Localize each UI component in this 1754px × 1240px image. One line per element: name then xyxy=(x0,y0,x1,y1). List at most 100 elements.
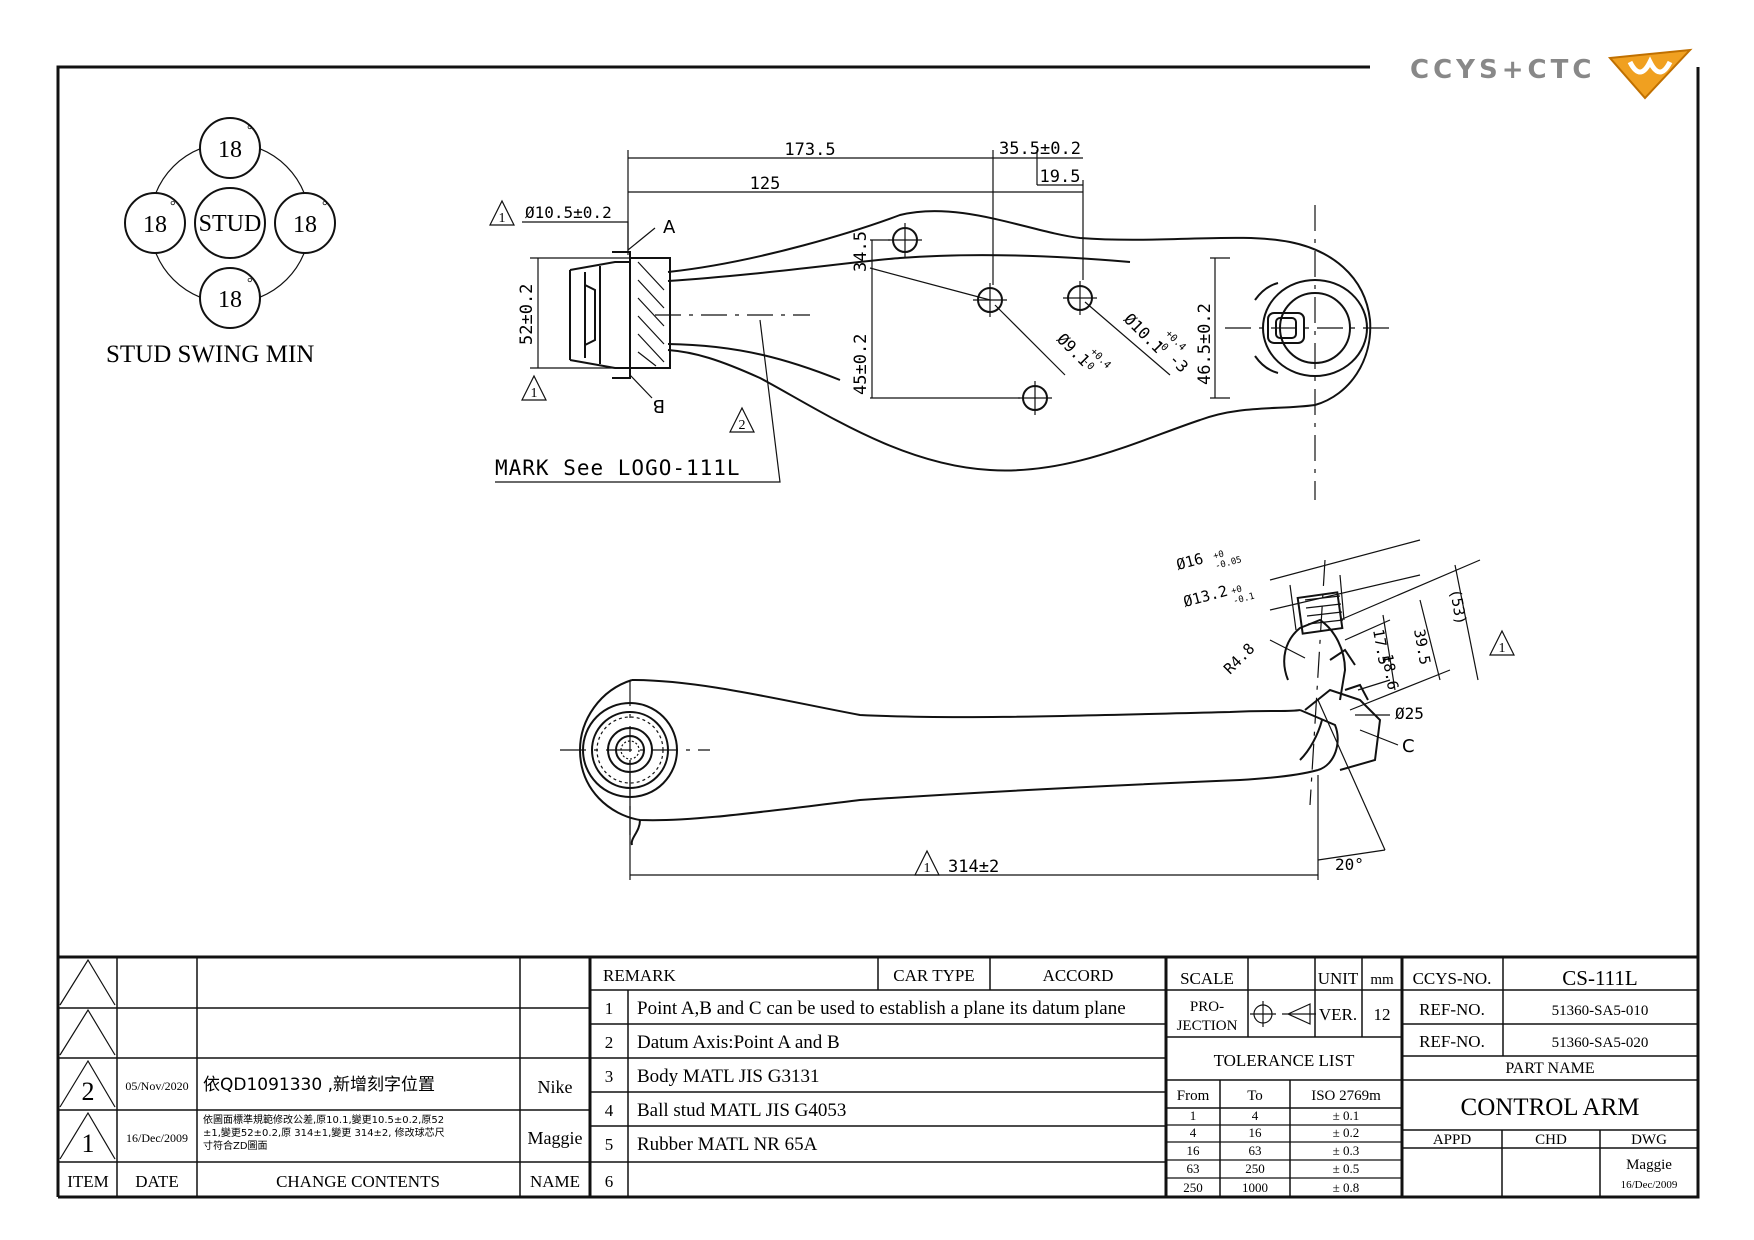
dim-39-5: 39.5 xyxy=(1410,628,1434,667)
ref-no-label-2: REF-NO. xyxy=(1419,1032,1485,1051)
frame-border-right-bottom xyxy=(58,67,1700,1199)
part-name-value: CONTROL ARM xyxy=(1461,1094,1640,1121)
ref-no-label-1: REF-NO. xyxy=(1419,1000,1485,1019)
remark-4-no: 4 xyxy=(605,1101,614,1120)
dim-d16: Ø16 xyxy=(1174,549,1205,573)
rev-2-name: Nike xyxy=(538,1077,573,1097)
unit-value: mm xyxy=(1370,972,1394,988)
dim-19-5: 19.5 xyxy=(1040,167,1081,187)
angle-top: 18 xyxy=(218,137,242,163)
tol-row-3-to: 63 xyxy=(1249,1143,1262,1158)
stud-swing-caption: STUD SWING MIN xyxy=(106,341,314,368)
rev-1-date: 16/Dec/2009 xyxy=(126,1131,188,1145)
dim-52: 52±0.2 xyxy=(517,284,537,345)
frame-border-left-top xyxy=(56,65,1370,1197)
tol-row-2-to: 16 xyxy=(1249,1125,1263,1140)
hole-10-1-tol-up: +0.4 xyxy=(1163,328,1188,353)
remark-4-text: Ball stud MATL JIS G4053 xyxy=(637,1100,846,1121)
top-view: 173.5 125 35.5±0.2 19.5 34.5 45±0.2 46.5… xyxy=(489,139,1390,500)
ref-no-value-2: 51360-SA5-020 xyxy=(1552,1035,1649,1051)
dim-r4-8: R4.8 xyxy=(1220,640,1258,678)
flag-2: 2 xyxy=(739,418,746,433)
dim-d25: Ø25 xyxy=(1395,704,1424,723)
rev-2-content: 依QD1091330 ,新增刻字位置 xyxy=(203,1075,435,1095)
remark-1-text: Point A,B and C can be used to establish… xyxy=(637,998,1126,1019)
dwg-date: 16/Dec/2009 xyxy=(1621,1179,1678,1191)
tol-row-1-from: 1 xyxy=(1190,1108,1197,1123)
degree-mark-right: ° xyxy=(322,199,328,214)
ver-label: VER. xyxy=(1319,1005,1357,1024)
rev-1-name: Maggie xyxy=(528,1128,583,1148)
angle-left: 18 xyxy=(143,212,167,238)
remark-table: REMARK CAR TYPE ACCORD 1 Point A,B and C… xyxy=(603,966,1126,1191)
flag-1-top: 1 xyxy=(499,211,506,226)
tol-header-from: From xyxy=(1177,1088,1210,1104)
ref-no-value-1: 51360-SA5-010 xyxy=(1552,1003,1649,1019)
tolerance-title: TOLERANCE LIST xyxy=(1214,1051,1355,1070)
flag-1-side-stud: 1 xyxy=(1499,641,1506,656)
rev-1-content-line-2: ±1,變更52±0.2,原 314±1,變更 314±2, 修改球芯尺 xyxy=(203,1126,445,1139)
tol-row-5-tol: ± 0.8 xyxy=(1333,1180,1360,1195)
scale-tolerance-block: SCALE UNIT mm PRO- JECTION VER. 12 TOLER… xyxy=(1177,969,1394,1195)
remark-1-no: 1 xyxy=(605,999,614,1018)
dim-46-5: 46.5±0.2 xyxy=(1195,303,1215,385)
tol-header-to: To xyxy=(1247,1088,1263,1104)
remark-5-no: 5 xyxy=(605,1135,614,1154)
logo-text: CCYS+CTC xyxy=(1410,55,1595,85)
hole-10-1-suffix: -3 xyxy=(1165,349,1192,376)
point-b-label: B xyxy=(653,395,665,416)
remark-2-no: 2 xyxy=(605,1033,614,1052)
company-logo: CCYS+CTC xyxy=(1410,48,1693,100)
mark-note: MARK See LOGO-111L xyxy=(495,456,741,480)
dim-d16-tol-up: +0 xyxy=(1212,549,1225,561)
dim-53: (53) xyxy=(1446,588,1470,627)
tol-row-5-to: 1000 xyxy=(1242,1180,1268,1195)
ccys-no-value: CS-111L xyxy=(1562,966,1637,990)
tol-row-4-to: 250 xyxy=(1245,1161,1265,1176)
header-item: ITEM xyxy=(67,1172,109,1191)
stud-swing-diagram: 18 18 18 18 ° ° ° ° STUD STUD SWING MIN xyxy=(106,117,336,368)
dim-314: 314±2 xyxy=(948,857,999,877)
remark-3-no: 3 xyxy=(605,1067,614,1086)
dim-18-6: 18.6 xyxy=(1378,653,1402,692)
tol-row-4-from: 63 xyxy=(1187,1161,1200,1176)
tol-row-3-tol: ± 0.3 xyxy=(1333,1143,1360,1158)
dwg-label: DWG xyxy=(1631,1132,1667,1148)
rev-1-content-line-1: 依圖面標準規範修改公差,原10.1,變更10.5±0.2,原52 xyxy=(203,1113,444,1126)
degree-mark-top: ° xyxy=(247,123,253,138)
angle-right: 18 xyxy=(293,212,317,238)
car-type-value: ACCORD xyxy=(1043,966,1114,985)
chd-label: CHD xyxy=(1535,1132,1567,1148)
flag-1-side-length: 1 xyxy=(924,861,931,876)
dim-173-5: 173.5 xyxy=(784,140,835,160)
header-change-contents: CHANGE CONTENTS xyxy=(276,1172,440,1191)
rev-2-item: 2 xyxy=(82,1077,95,1106)
scale-label: SCALE xyxy=(1180,969,1234,988)
tol-row-1-to: 4 xyxy=(1252,1108,1259,1123)
appd-label: APPD xyxy=(1433,1132,1472,1148)
point-a-label: A xyxy=(663,217,676,238)
part-info-block: CCYS-NO. CS-111L REF-NO. 51360-SA5-010 R… xyxy=(1413,966,1678,1191)
part-name-label: PART NAME xyxy=(1505,1060,1594,1077)
dim-34-5: 34.5 xyxy=(851,231,871,272)
projection-label-line-2: JECTION xyxy=(1177,1018,1238,1034)
ver-value: 12 xyxy=(1374,1005,1391,1024)
degree-mark-left: ° xyxy=(170,199,176,214)
point-c-label: C xyxy=(1402,736,1415,757)
revision-table: 2 1 05/Nov/2020 16/Dec/2009 依QD1091330 ,… xyxy=(67,1075,582,1191)
unit-label: UNIT xyxy=(1318,969,1359,988)
hole-a-callout: Ø10.5±0.2 xyxy=(525,203,612,222)
dim-35-5: 35.5±0.2 xyxy=(999,139,1081,159)
stud-label: STUD xyxy=(199,211,262,237)
degree-mark-bottom: ° xyxy=(247,276,253,291)
rev-1-content-line-3: 寸符合ZD圖面 xyxy=(203,1139,268,1152)
side-view: 1 314±2 20° Ø16 +0 -0.05 Ø13.2 +0 -0.1 R… xyxy=(560,539,1515,880)
remark-5-text: Rubber MATL NR 65A xyxy=(637,1134,818,1155)
dwg-name: Maggie xyxy=(1626,1157,1672,1173)
tol-row-4-tol: ± 0.5 xyxy=(1333,1161,1360,1176)
dim-d13-2: Ø13.2 xyxy=(1181,582,1229,611)
dim-125: 125 xyxy=(750,174,781,194)
rev-2-date: 05/Nov/2020 xyxy=(125,1079,188,1093)
flag-1-bottom: 1 xyxy=(531,386,538,401)
tol-header-std: ISO 2769m xyxy=(1311,1088,1381,1104)
